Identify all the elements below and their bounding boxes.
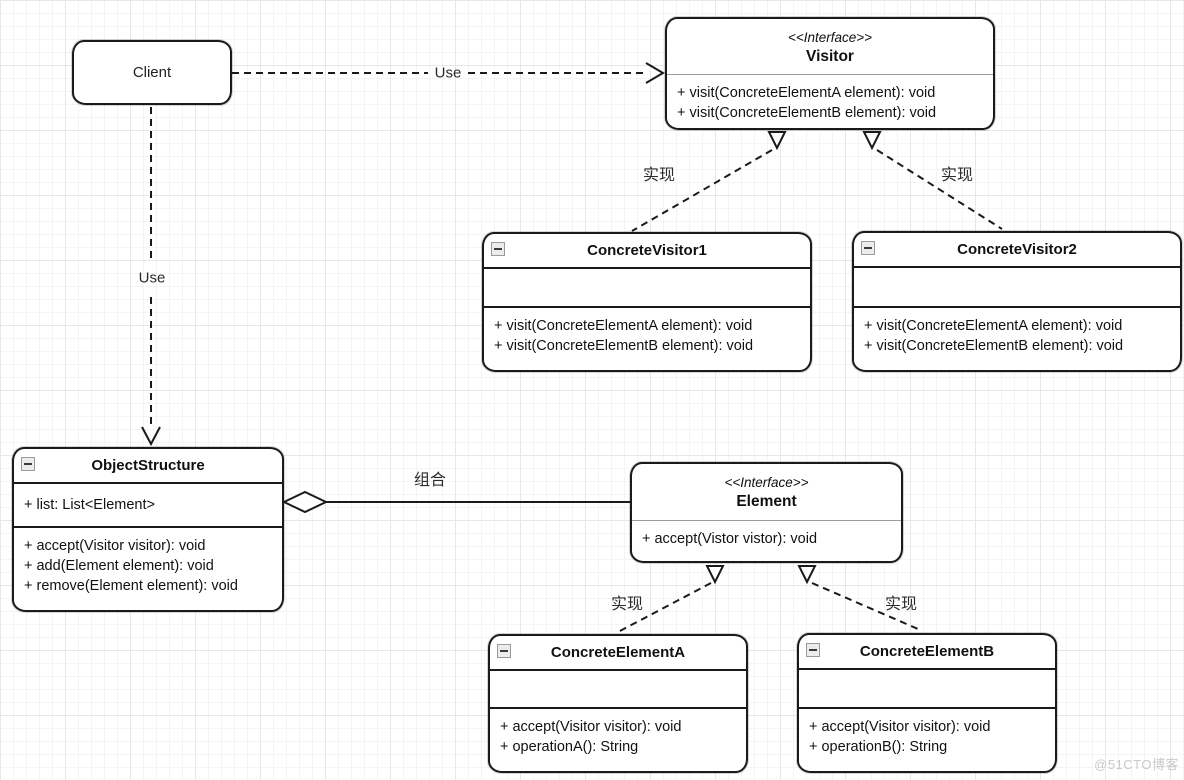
edge-label-realize-2: 实现 (940, 167, 974, 184)
methods-section: + accept(Visitor visitor): void + add(El… (14, 528, 282, 610)
class-title: ConcreteVisitor2 (957, 241, 1077, 258)
field-line: + list: List<Element> (24, 497, 155, 513)
open-arrowhead-icon (645, 62, 665, 84)
collapse-icon[interactable] (861, 241, 875, 255)
edge-label-use-vertical: Use (138, 269, 166, 287)
edge-label-realize-3: 实现 (610, 596, 644, 613)
interface-visitor[interactable]: <<Interface>> Visitor + visit(ConcreteEl… (665, 17, 995, 130)
attributes-section (490, 671, 746, 709)
class-concrete-visitor-2[interactable]: ConcreteVisitor2 + visit(ConcreteElement… (852, 231, 1182, 372)
realization-visitor1 (631, 149, 773, 232)
edge-label-use-horizontal: Use (434, 64, 462, 82)
methods-section: + accept(Visitor visitor): void + operat… (490, 709, 746, 771)
class-title-bar: ConcreteElementA (490, 636, 746, 671)
class-title-bar: ObjectStructure (14, 449, 282, 484)
edge-label-composition: 组合 (413, 472, 447, 489)
realization-elementA (617, 582, 712, 633)
class-title: ObjectStructure (91, 457, 205, 474)
class-title-bar: ConcreteVisitor1 (484, 234, 810, 269)
hollow-diamond-icon (281, 490, 329, 514)
method-line: + visit(ConcreteElementB element): void (494, 338, 754, 354)
realization-visitor2 (876, 149, 1003, 230)
hollow-triangle-icon (797, 565, 817, 585)
hollow-triangle-icon (705, 565, 725, 585)
method-line: + visit(ConcreteElementB element): void (677, 105, 937, 121)
methods-section: + accept(Vistor vistor): void (632, 521, 901, 561)
collapse-icon[interactable] (21, 457, 35, 471)
class-title: ConcreteElementB (859, 643, 995, 660)
watermark: @51CTO博客 (1094, 757, 1179, 772)
attributes-section (799, 670, 1055, 709)
hollow-triangle-icon (767, 131, 787, 151)
method-line: + add(Element element): void (24, 558, 214, 574)
class-concrete-element-b[interactable]: ConcreteElementB + accept(Visitor visito… (797, 633, 1057, 773)
class-title: ConcreteElementA (550, 644, 686, 661)
methods-section: + visit(ConcreteElementA element): void … (484, 308, 810, 370)
class-concrete-element-a[interactable]: ConcreteElementA + accept(Visitor visito… (488, 634, 748, 773)
method-line: + accept(Visitor visitor): void (500, 719, 682, 735)
method-line: + accept(Visitor visitor): void (809, 719, 991, 735)
class-title: Client (132, 64, 172, 81)
methods-section: + accept(Visitor visitor): void + operat… (799, 709, 1055, 771)
class-title-bar: ConcreteVisitor2 (854, 233, 1180, 268)
open-arrowhead-icon (141, 426, 161, 447)
class-title: ConcreteVisitor1 (587, 242, 707, 259)
class-client[interactable]: Client (72, 40, 232, 105)
stereotype-label: <<Interface>> (787, 29, 873, 45)
method-line: + visit(ConcreteElementB element): void (864, 338, 1124, 354)
attributes-section (854, 268, 1180, 308)
method-line: + accept(Vistor vistor): void (642, 531, 818, 547)
collapse-icon[interactable] (491, 242, 505, 256)
collapse-icon[interactable] (497, 644, 511, 658)
class-concrete-visitor-1[interactable]: ConcreteVisitor1 + visit(ConcreteElement… (482, 232, 812, 372)
method-line: + visit(ConcreteElementA element): void (494, 318, 753, 334)
interface-element[interactable]: <<Interface>> Element + accept(Vistor vi… (630, 462, 903, 563)
stereotype-label: <<Interface>> (724, 475, 809, 490)
class-title: Visitor (806, 47, 854, 65)
edge-label-realize-4: 实现 (884, 596, 918, 613)
class-title-bar: ConcreteElementB (799, 635, 1055, 670)
method-line: + operationA(): String (500, 739, 639, 755)
interface-header: <<Interface>> Element (632, 464, 901, 521)
attributes-section: + list: List<Element> (14, 484, 282, 528)
methods-section: + visit(ConcreteElementA element): void … (667, 75, 993, 131)
attributes-section (484, 269, 810, 308)
interface-header: <<Interface>> Visitor (667, 19, 993, 75)
edge-label-realize-1: 实现 (642, 167, 676, 184)
method-line: + visit(ConcreteElementA element): void (677, 85, 936, 101)
realization-elementB (811, 582, 919, 630)
class-title: Element (736, 493, 797, 510)
method-line: + remove(Element element): void (24, 578, 238, 594)
method-line: + accept(Visitor visitor): void (24, 538, 206, 554)
hollow-triangle-icon (862, 131, 882, 151)
class-object-structure[interactable]: ObjectStructure + list: List<Element> + … (12, 447, 284, 612)
methods-section: + visit(ConcreteElementA element): void … (854, 308, 1180, 370)
method-line: + operationB(): String (809, 739, 948, 755)
collapse-icon[interactable] (806, 643, 820, 657)
method-line: + visit(ConcreteElementA element): void (864, 318, 1123, 334)
